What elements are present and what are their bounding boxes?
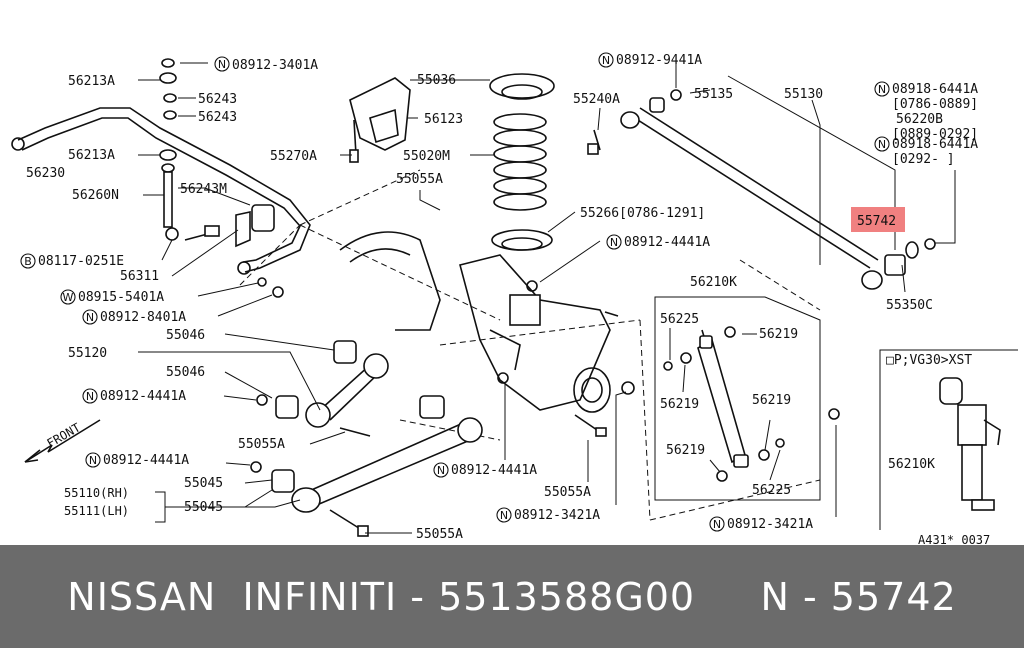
part-label: 56230	[26, 166, 65, 181]
part-label: 55350C	[886, 298, 933, 313]
prefix-n: N	[610, 236, 618, 249]
part-label: 55046	[166, 328, 205, 343]
part-label: 55110(RH)	[64, 486, 129, 500]
part-label: 55266[0786-1291]	[580, 206, 705, 221]
part-label: 56219	[666, 443, 705, 458]
part-label: 08915-5401A	[78, 290, 164, 305]
prefix-n: N	[437, 464, 445, 477]
part-label: 55036	[417, 73, 456, 88]
part-label: 55120	[68, 346, 107, 361]
prefix-n: N	[878, 83, 886, 96]
part-label: 55130	[784, 87, 823, 102]
part-label: 56311	[120, 269, 159, 284]
front-label: FRONT	[45, 420, 83, 450]
prefix-n: N	[86, 390, 94, 403]
part-labels: 08912-3401A 56213A 56243 56243 56213A 56…	[26, 53, 978, 542]
part-label: 55020M	[403, 149, 450, 164]
part-label: 55055A	[416, 527, 463, 542]
part-label: 55045	[184, 500, 223, 515]
shock-absorber-group	[654, 296, 840, 501]
part-label: 55055A	[396, 172, 443, 187]
part-label: 56219	[759, 327, 798, 342]
part-label: 56260N	[72, 188, 119, 203]
parts-diagram: N B W N N N N N N N N N N 08912-3401A 56…	[11, 52, 1018, 545]
prefix-n: N	[500, 509, 508, 522]
part-label: 55270A	[270, 149, 317, 164]
prefix-n: N	[86, 311, 94, 324]
part-label: 55055A	[544, 485, 591, 500]
part-label: 56123	[424, 112, 463, 127]
part-label: 08912-4441A	[624, 235, 710, 250]
prefix-n: N	[89, 454, 97, 467]
prefix-n: N	[713, 518, 721, 531]
highlight-box	[851, 207, 905, 232]
stabilizer-bar	[11, 107, 311, 275]
inset-title: □P;VG30>XST	[886, 353, 972, 368]
prefix-w: W	[63, 291, 74, 304]
part-label: 56225	[752, 483, 791, 498]
footer-bar: NISSAN INFINITI - 5513588G00 N - 55742	[0, 545, 1024, 648]
part-label: 08912-4441A	[100, 389, 186, 404]
part-label: 56213A	[68, 148, 115, 163]
part-label: 08912-8401A	[100, 310, 186, 325]
part-label: 08117-0251E	[38, 254, 124, 269]
prefix-b: B	[24, 255, 32, 268]
part-label: 56219	[752, 393, 791, 408]
part-label: [0786-0889]	[892, 97, 978, 112]
prefix-n: N	[602, 54, 610, 67]
coil-spring	[489, 73, 555, 251]
part-label: 55046	[166, 365, 205, 380]
part-label: 08912-4441A	[451, 463, 537, 478]
part-label: 55045	[184, 476, 223, 491]
part-label: 56243	[198, 110, 237, 125]
lateral-rod	[587, 89, 936, 290]
part-label: 08912-3401A	[232, 58, 318, 73]
part-label: 08918-6441A	[892, 137, 978, 152]
leader-lines	[138, 62, 956, 534]
part-label: 56219	[660, 397, 699, 412]
highlighted-part-label: 55742	[857, 214, 896, 229]
prefix-circles: N B W N N N N N N N N N N	[20, 52, 890, 532]
part-label: 56225	[660, 312, 699, 327]
part-label: 56243	[198, 92, 237, 107]
part-label: [0889-0292]	[892, 127, 978, 142]
bracket-56123	[349, 77, 411, 163]
front-arrow	[24, 419, 101, 463]
prefix-n: N	[878, 138, 886, 151]
part-label: 08912-3421A	[514, 508, 600, 523]
stabilizer-link	[159, 58, 284, 298]
part-label: [0292- ]	[892, 152, 955, 167]
part-label: 56220B	[896, 112, 943, 127]
part-label: 08912-3421A	[727, 517, 813, 532]
upper-link-55120	[256, 340, 389, 437]
part-label: 55135	[694, 87, 733, 102]
inset-box	[879, 349, 1018, 530]
dashed-guide-lines	[239, 169, 821, 521]
part-label: 55055A	[238, 437, 285, 452]
part-label: 55240A	[573, 92, 620, 107]
prefix-n: N	[218, 58, 226, 71]
part-label: 08918-6441A	[892, 82, 978, 97]
inset-part-label: 56210K	[888, 457, 935, 472]
lower-link-55110	[250, 395, 483, 537]
part-label: 08912-4441A	[103, 453, 189, 468]
part-label: 56213A	[68, 74, 115, 89]
drawing-code: A431* 0037	[918, 533, 990, 545]
part-label: 08912-9441A	[616, 53, 702, 68]
part-label: 56243M	[180, 182, 227, 197]
footer-part-number: NISSAN INFINITI - 5513588G00 N - 55742	[67, 574, 957, 619]
part-label: 56210K	[690, 275, 737, 290]
axle-housing	[339, 231, 635, 437]
part-label: 55111(LH)	[64, 504, 129, 518]
